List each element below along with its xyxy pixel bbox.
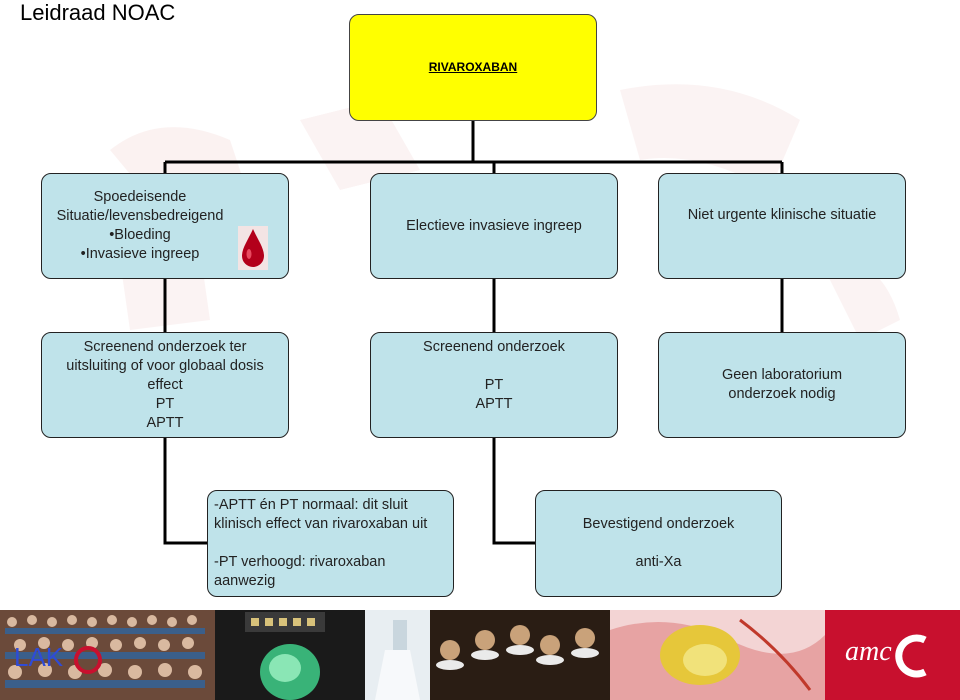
- root-label: RIVAROXABAN: [428, 60, 518, 74]
- lak-logo-text: LAK: [14, 642, 64, 672]
- emergency-line-2: Situatie/levensbedreigend: [56, 208, 224, 224]
- elective-label: Electieve invasieve ingreep: [406, 217, 582, 234]
- emergency-screening-line-5: APTT: [146, 414, 184, 431]
- no-lab-node: Geen laboratorium onderzoek nodig: [658, 332, 906, 438]
- elective-procedure-node: Electieve invasieve ingreep: [370, 173, 618, 279]
- root-node: RIVAROXABAN: [349, 14, 597, 121]
- emergency-line-4: •Invasieve ingreep: [80, 246, 200, 262]
- doctor-photo: [365, 610, 430, 700]
- interpretation-node: -APTT én PT normaal: dit sluit klinisch …: [207, 490, 454, 597]
- confirmation-test-node: Bevestigend onderzoek anti-Xa: [535, 490, 782, 597]
- anatomy-lesson-painting: [430, 610, 610, 700]
- lecture-hall-photo: LAK: [0, 610, 215, 700]
- interpretation-line-4: aanwezig: [214, 573, 276, 589]
- elective-screening-line-2: APTT: [475, 396, 513, 412]
- emergency-screening-line-1: Screenend onderzoek ter: [83, 338, 247, 355]
- cell-microscopy-image: [610, 610, 825, 700]
- interpretation-line-1: -APTT én PT normaal: dit sluit: [214, 497, 408, 513]
- nonurgent-label: Niet urgente klinische situatie: [687, 207, 877, 223]
- amc-logo-text: amc: [845, 636, 892, 667]
- footer-photo-strip: LAK amc: [0, 610, 960, 700]
- confirmation-test: anti-Xa: [635, 554, 682, 570]
- no-lab-line-2: onderzoek nodig: [728, 386, 836, 402]
- emergency-screening-line-3: effect: [147, 376, 183, 393]
- emergency-screening-line-2: uitsluiting of voor globaal dosis: [66, 357, 264, 374]
- slide-title: Leidraad NOAC: [20, 0, 176, 25]
- skull-scan-photo: [215, 610, 365, 700]
- interpretation-line-3: -PT verhoogd: rivaroxaban: [214, 554, 386, 570]
- confirmation-heading: Bevestigend onderzoek: [582, 516, 735, 532]
- elective-screening-node: Screenend onderzoek PT APTT: [370, 332, 618, 438]
- blood-drop-icon: [238, 226, 268, 270]
- connector-lines: [163, 120, 784, 545]
- interpretation-line-2: klinisch effect van rivaroxaban uit: [214, 516, 428, 532]
- elective-screening-heading: Screenend onderzoek: [423, 339, 565, 355]
- emergency-screening-node: Screenend onderzoek ter uitsluiting of v…: [41, 332, 289, 438]
- amc-logo-panel: amc: [825, 610, 960, 700]
- no-lab-line-1: Geen laboratorium: [721, 367, 843, 383]
- emergency-screening-line-4: PT: [155, 395, 175, 412]
- non-urgent-situation-node: Niet urgente klinische situatie: [658, 173, 906, 279]
- elective-screening-line-1: PT: [484, 377, 504, 393]
- emergency-line-1: Spoedeisende: [93, 189, 187, 205]
- emergency-line-3: •Bloeding: [109, 227, 171, 243]
